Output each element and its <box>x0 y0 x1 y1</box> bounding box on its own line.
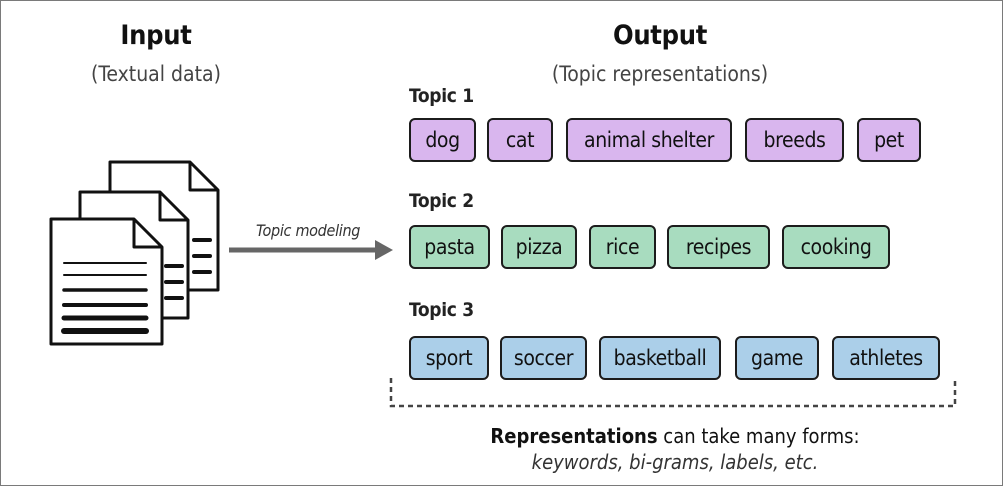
output-subtitle: (Topic representations) <box>551 62 769 86</box>
topic-2-keyword: cooking <box>782 225 890 269</box>
topic-2-keyword: rice <box>589 225 656 269</box>
document-stack-icon <box>49 160 220 346</box>
arrow-label: Topic modeling <box>256 221 361 240</box>
note-rest: can take many forms: <box>657 424 860 448</box>
right-arrow-icon <box>229 240 393 260</box>
input-subtitle: (Textual data) <box>91 62 221 86</box>
topic-2-keyword: recipes <box>667 225 770 269</box>
topic-1-keyword: pet <box>857 118 921 162</box>
topic-1-heading: Topic 1 <box>409 85 474 107</box>
topic-2-keyword: pasta <box>409 225 490 269</box>
representations-note: Representations can take many forms: <box>440 424 910 448</box>
topic-1-keyword: breeds <box>745 118 844 162</box>
topic-1-keyword: dog <box>409 118 476 162</box>
topic-3-heading: Topic 3 <box>409 299 474 321</box>
topic-2-keyword: pizza <box>501 225 577 269</box>
topic-3-keyword: sport <box>409 336 489 380</box>
dashed-bracket <box>389 378 957 408</box>
output-title: Output <box>612 20 708 51</box>
topic-3-keyword: athletes <box>832 336 940 380</box>
topic-1-keyword: cat <box>487 118 553 162</box>
representations-examples: keywords, bi-grams, labels, etc. <box>531 450 819 474</box>
topic-3-keyword: soccer <box>500 336 587 380</box>
note-bold: Representations <box>490 424 658 448</box>
topic-3-keyword: basketball <box>599 336 721 380</box>
topic-1-keyword: animal shelter <box>566 118 732 162</box>
topic-2-heading: Topic 2 <box>409 190 474 212</box>
topic-3-keyword: game <box>735 336 819 380</box>
input-title: Input <box>120 20 192 51</box>
